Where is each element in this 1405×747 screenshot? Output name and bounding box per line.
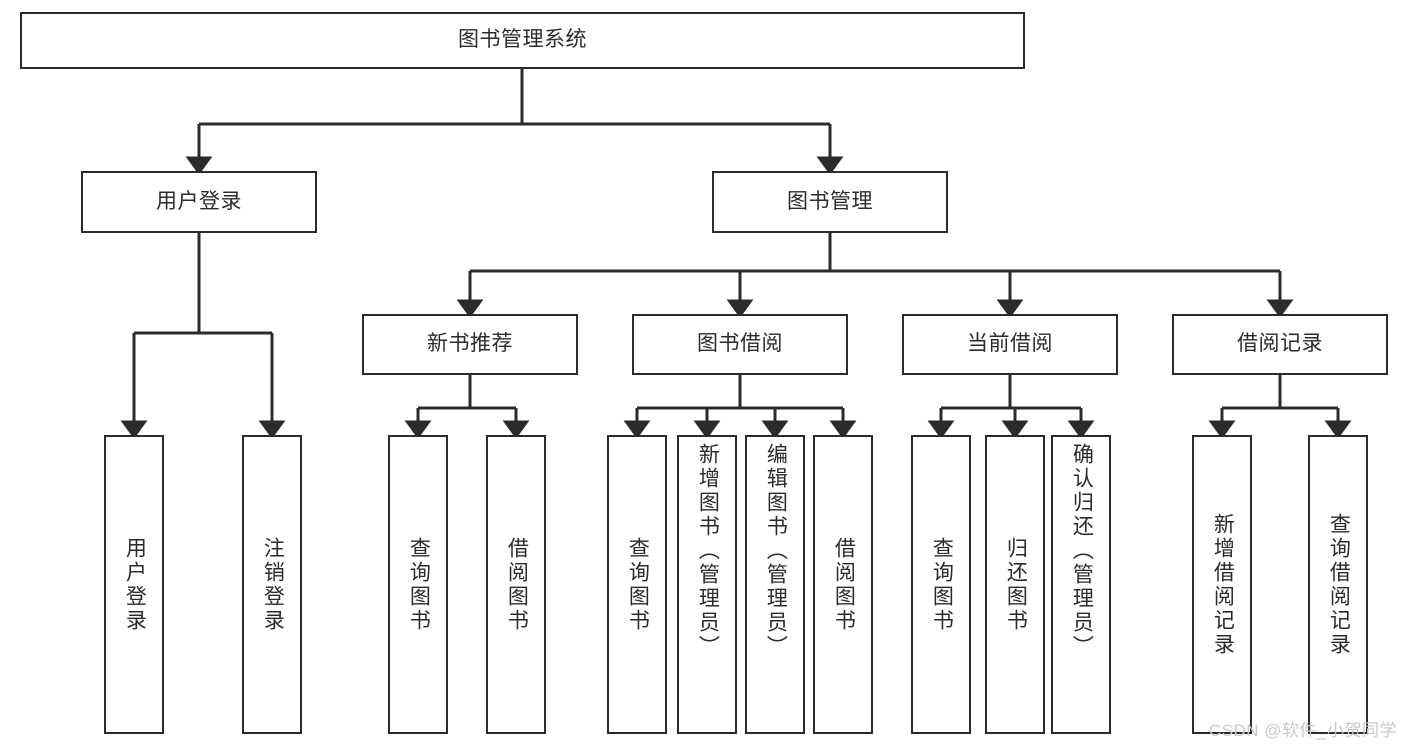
node-borrow-record-label: 借阅记录 <box>1237 332 1323 356</box>
node-leaf-confirm-return-admin[interactable]: 确认归还（管理员） <box>1051 435 1111 734</box>
node-leaf-query-book-cur[interactable]: 查询图书 <box>911 435 971 734</box>
node-leaf-query-book-rec-label: 查询图书 <box>407 536 431 633</box>
node-leaf-user-logout-label: 注销登录 <box>261 536 285 633</box>
node-leaf-query-book-cur-label: 查询图书 <box>930 536 954 633</box>
node-leaf-query-book-borrow[interactable]: 查询图书 <box>607 435 667 734</box>
node-leaf-borrow-book-rec-label: 借阅图书 <box>505 536 529 633</box>
node-book-manage-label: 图书管理 <box>787 189 873 213</box>
node-book-borrow-label: 图书借阅 <box>697 332 783 356</box>
node-user-login-label: 用户登录 <box>156 189 242 213</box>
node-root[interactable]: 图书管理系统 <box>20 12 1025 69</box>
node-current-borrow-label: 当前借阅 <box>967 332 1053 356</box>
node-root-label: 图书管理系统 <box>458 28 587 52</box>
node-borrow-record[interactable]: 借阅记录 <box>1172 314 1388 375</box>
node-leaf-borrow-book-label: 借阅图书 <box>832 536 856 633</box>
node-new-book-recommend[interactable]: 新书推荐 <box>362 314 578 375</box>
node-leaf-user-login[interactable]: 用户登录 <box>104 435 164 734</box>
node-leaf-query-book-rec[interactable]: 查询图书 <box>388 435 448 734</box>
node-leaf-user-logout[interactable]: 注销登录 <box>242 435 302 734</box>
node-leaf-borrow-book[interactable]: 借阅图书 <box>813 435 873 734</box>
node-current-borrow[interactable]: 当前借阅 <box>902 314 1118 375</box>
node-leaf-return-book-label: 归还图书 <box>1004 536 1028 633</box>
node-leaf-user-login-label: 用户登录 <box>123 536 147 633</box>
node-new-book-recommend-label: 新书推荐 <box>427 332 513 356</box>
node-leaf-query-book-borrow-label: 查询图书 <box>626 536 650 633</box>
node-leaf-confirm-return-admin-label: 确认归还（管理员） <box>1070 443 1094 659</box>
node-leaf-edit-book-admin-label: 编辑图书（管理员） <box>764 443 788 659</box>
node-leaf-add-book-admin[interactable]: 新增图书（管理员） <box>677 435 737 734</box>
node-leaf-edit-book-admin[interactable]: 编辑图书（管理员） <box>745 435 805 734</box>
node-book-manage[interactable]: 图书管理 <box>712 171 948 233</box>
node-leaf-add-borrow-record-label: 新增借阅记录 <box>1211 512 1235 657</box>
node-leaf-add-borrow-record[interactable]: 新增借阅记录 <box>1192 435 1252 734</box>
node-book-borrow[interactable]: 图书借阅 <box>632 314 848 375</box>
node-leaf-query-borrow-record[interactable]: 查询借阅记录 <box>1308 435 1368 734</box>
node-user-login[interactable]: 用户登录 <box>81 171 317 233</box>
node-leaf-add-book-admin-label: 新增图书（管理员） <box>696 443 720 659</box>
node-leaf-borrow-book-rec[interactable]: 借阅图书 <box>486 435 546 734</box>
node-leaf-query-borrow-record-label: 查询借阅记录 <box>1327 512 1351 657</box>
node-leaf-return-book[interactable]: 归还图书 <box>985 435 1045 734</box>
